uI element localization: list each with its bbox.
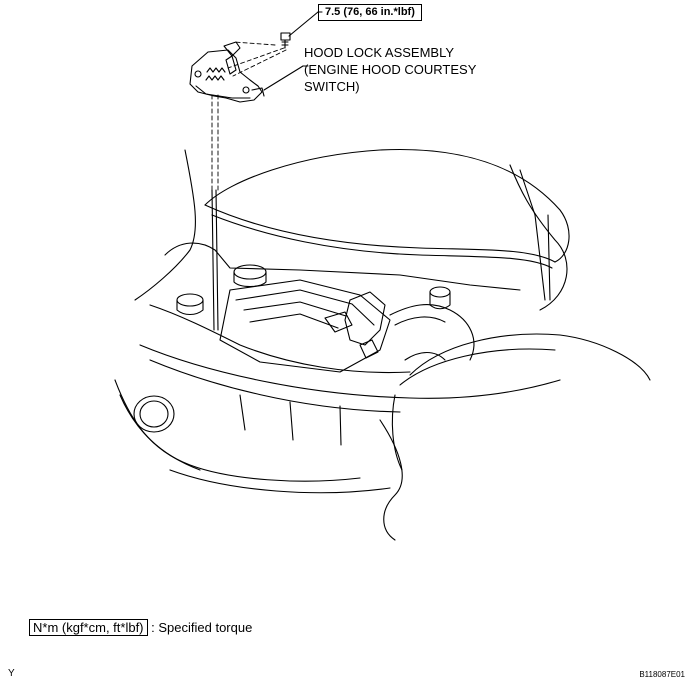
drawing-code: B118087E01 [639, 670, 685, 679]
legend-unit-box: N*m (kgf*cm, ft*lbf) [29, 619, 148, 636]
bolt [280, 32, 291, 49]
part-label-line-1: HOOD LOCK ASSEMBLY [304, 45, 455, 60]
torque-callout: 7.5 (76, 66 in.*lbf) [318, 4, 422, 21]
footer-left-mark: Y [8, 668, 15, 679]
vehicle-outline [114, 148, 651, 541]
part-label-line-3: SWITCH) [304, 79, 360, 94]
torque-legend: N*m (kgf*cm, ft*lbf) : Specified torque [29, 619, 252, 637]
part-label: HOOD LOCK ASSEMBLY (ENGINE HOOD COURTESY… [304, 44, 476, 95]
part-label-line-2: (ENGINE HOOD COURTESY [304, 62, 477, 77]
legend-description: : Specified torque [151, 620, 253, 635]
hood-lock-assembly-part [189, 11, 323, 191]
